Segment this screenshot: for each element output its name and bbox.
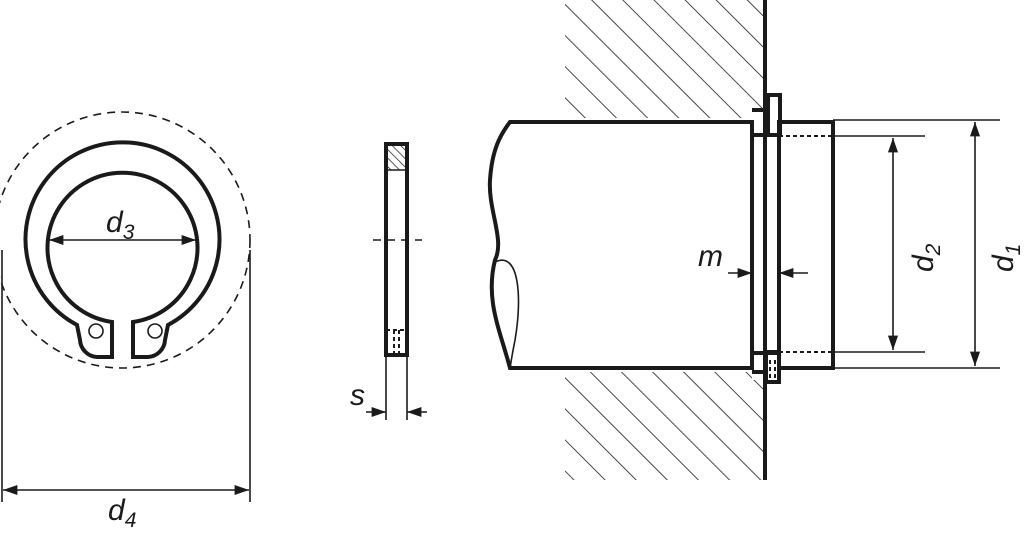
shaft-end [777,120,835,370]
lug-hole-right [147,323,163,339]
label-d3: d3 [106,206,135,244]
circlip-front-view: d3 d4 [0,111,251,532]
groove-outline-circle [0,111,251,369]
circlip-profile [384,142,409,357]
label-s: s [350,379,365,412]
circlip-side-view: s [350,142,427,420]
label-m: m [698,240,723,273]
circlip-ring [23,140,222,359]
shaft-break-section [490,259,520,369]
assembly-section-view: m d2 d1 [487,0,1024,480]
housing-upper-hatch [565,0,768,118]
circlip-section-top [766,93,782,137]
housing-lower-hatch [565,372,765,480]
label-d4: d4 [108,494,136,532]
label-d1: d1 [987,244,1024,272]
label-d2: d2 [907,243,945,272]
lug-hole-left [88,323,104,339]
